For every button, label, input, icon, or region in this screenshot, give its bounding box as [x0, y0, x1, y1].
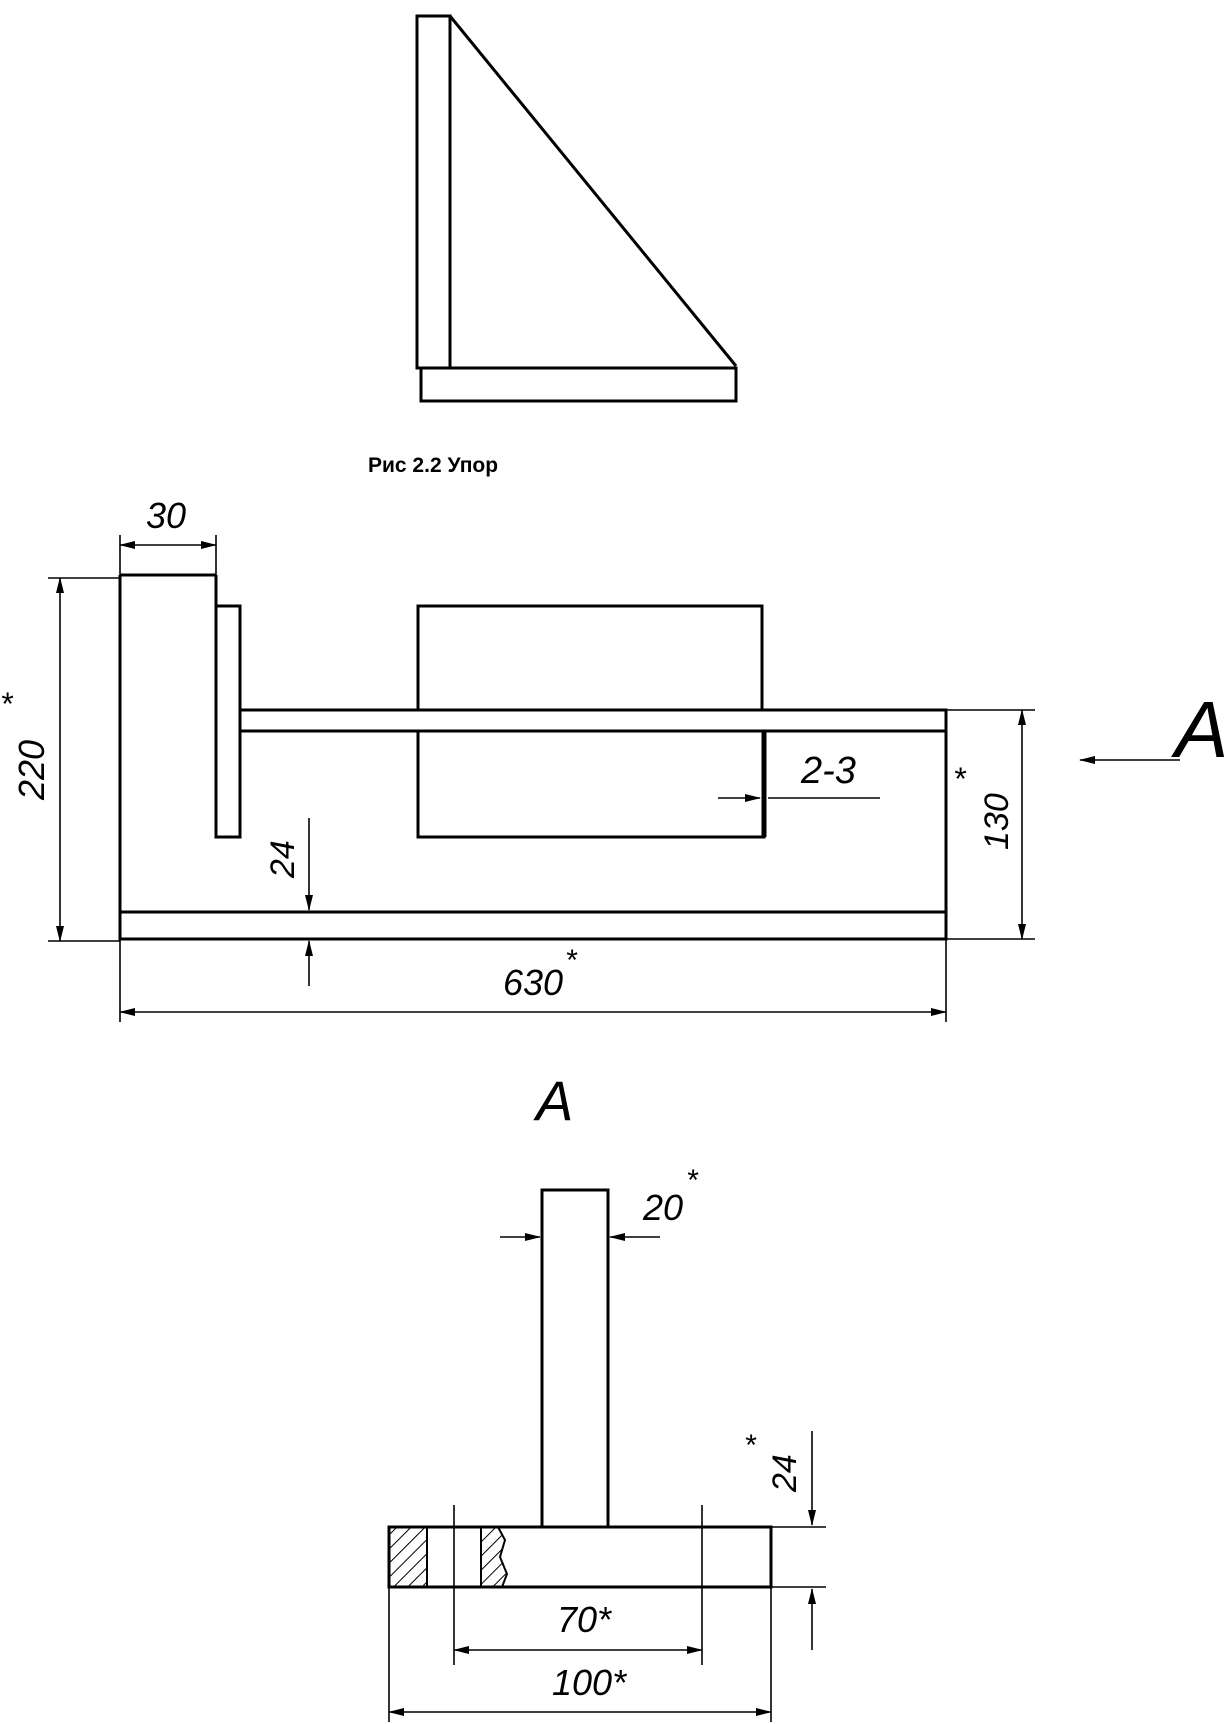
dimension-24-view-a: 24 * [744, 1429, 826, 1650]
dimension-label-gap: 2-3 [800, 750, 856, 792]
bracket-view [415, 14, 738, 403]
dimension-label-24-a: 24 [766, 1454, 804, 1493]
view-direction-arrow: A [1079, 685, 1228, 774]
star-mark-130: * [953, 761, 967, 797]
dimension-label-130: 130 [978, 793, 1016, 850]
dimension-30: 30 [119, 495, 217, 575]
dimension-label-220: 220 [11, 740, 52, 801]
dimension-24-base: 24 [264, 818, 313, 986]
dimension-label-100: 100* [552, 1662, 627, 1703]
dimension-label-20: 20 [642, 1187, 683, 1228]
dimension-70: 70* [453, 1505, 703, 1665]
dimension-label-630: 630 [503, 962, 563, 1003]
figure-caption: Рис 2.2 Упор [368, 454, 498, 477]
dimension-20: 20 * [500, 1164, 699, 1241]
dimension-100: 100* [388, 1587, 772, 1722]
star-mark-20: * [686, 1164, 699, 1197]
dimension-label-30: 30 [146, 495, 186, 536]
dimension-label-70: 70* [557, 1599, 612, 1640]
view-a-label: A [533, 1069, 573, 1132]
dimension-label-24: 24 [264, 840, 302, 879]
assembly-front-view [118, 573, 948, 941]
view-direction-label: A [1171, 685, 1228, 774]
dimension-630: 630 * [119, 939, 947, 1022]
star-mark-24-a: * [744, 1429, 757, 1462]
view-a [387, 1188, 773, 1589]
dimension-gap: 2-3 [718, 750, 880, 802]
star-mark-630: * [565, 944, 578, 977]
star-mark-220: * [0, 686, 14, 722]
dimension-220: 220 * [0, 577, 120, 942]
dimension-130: 130 * [946, 709, 1035, 940]
